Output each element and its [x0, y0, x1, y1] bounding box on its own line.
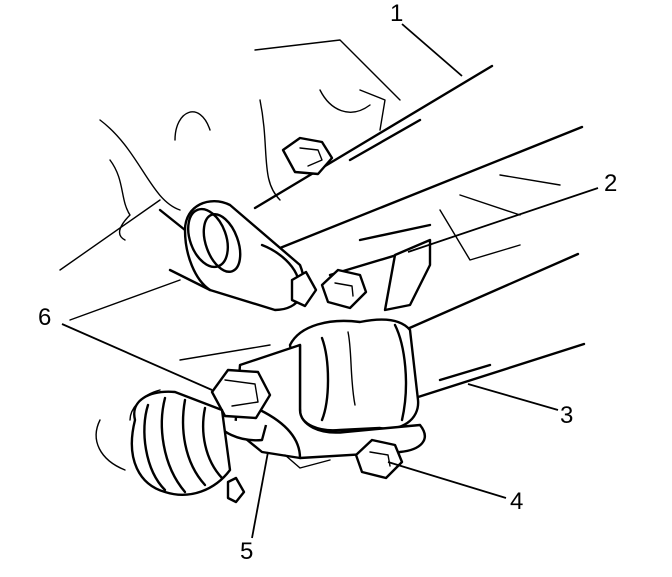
middle-control-rod [328, 223, 432, 312]
lower-control-rod [403, 252, 586, 400]
leader-4 [387, 461, 507, 499]
leader-3 [467, 383, 559, 411]
upper-mount-bolt [281, 136, 334, 176]
leader-5 [251, 451, 269, 539]
leader-6 [61, 323, 213, 391]
callout-1: 1 [390, 0, 404, 27]
leader-1 [401, 23, 463, 77]
upper-control-rod [158, 64, 584, 312]
middle-mount-bolt [290, 268, 368, 310]
callout-5: 5 [240, 538, 254, 565]
callout-leaders [61, 23, 599, 539]
pivot-bolt-head [210, 368, 272, 442]
leader-2 [407, 187, 599, 253]
lower-nut [354, 438, 404, 480]
callout-4: 4 [510, 488, 524, 515]
callout-2: 2 [604, 170, 618, 197]
callout-6: 6 [38, 304, 52, 331]
bushing-bracket [233, 318, 426, 469]
callout-3: 3 [560, 402, 574, 429]
axle-boot [130, 390, 246, 504]
background-body-sketch [59, 39, 561, 471]
